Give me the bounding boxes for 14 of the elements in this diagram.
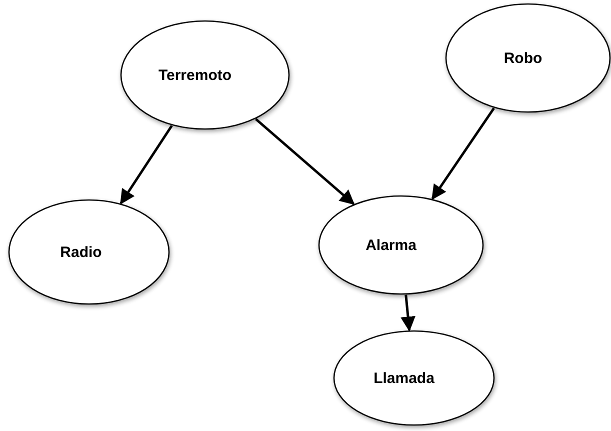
ellipse-node [8, 199, 170, 305]
ellipse-node [120, 20, 290, 130]
node-label: Llamada [374, 370, 434, 386]
arrow [400, 294, 416, 332]
ellipse-node [318, 195, 484, 295]
ellipse-node [445, 3, 611, 113]
node-label: Robo [504, 50, 542, 66]
arrow [120, 124, 173, 205]
node-label: Radio [60, 244, 102, 260]
arrow [431, 107, 495, 200]
node-label: Alarma [366, 236, 416, 254]
ellipse-node [333, 330, 495, 426]
node-label: Terremoto [158, 66, 232, 84]
arrow [255, 118, 355, 205]
